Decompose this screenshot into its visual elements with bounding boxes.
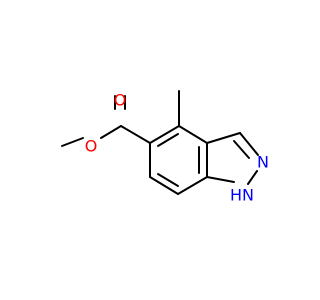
bond-methyl-ester-oxygen bbox=[61, 137, 84, 147]
bond-n1-c7a bbox=[206, 176, 235, 183]
bond-ring-inner-c5-c4 bbox=[157, 133, 179, 147]
bond-c3a-c3 bbox=[206, 132, 241, 144]
carbonyl-oxygen-label: O bbox=[114, 91, 127, 110]
bond-ring-inner-c7-c6 bbox=[157, 173, 179, 187]
atom-label-layer: O O N H N bbox=[85, 91, 269, 205]
bond-ring-c7-c6 bbox=[149, 176, 179, 195]
molecule-diagram: O O N H N bbox=[61, 90, 269, 205]
bond-ester-oxygen-carbonyl-carbon bbox=[100, 125, 122, 139]
bond-c3-n2-outer bbox=[239, 132, 259, 156]
ester-oxygen-label: O bbox=[85, 137, 98, 156]
nh-nitrogen-label: N bbox=[242, 186, 254, 205]
bond-carbonyl-carbon-ring bbox=[120, 125, 151, 144]
structure-svg: O O N H N bbox=[61, 90, 269, 205]
bond-ring-c7a-c7 bbox=[177, 176, 208, 195]
bond-ring-c4-c3a bbox=[178, 125, 208, 144]
bond-ring-c5-c4 bbox=[149, 125, 180, 144]
bond-c3-n2-inner bbox=[233, 140, 250, 159]
nh-hydrogen-label: H bbox=[230, 186, 242, 205]
bond-n2-n1 bbox=[247, 170, 258, 185]
bond-layer bbox=[61, 90, 259, 195]
ring-nitrogen-label: N bbox=[257, 153, 269, 172]
